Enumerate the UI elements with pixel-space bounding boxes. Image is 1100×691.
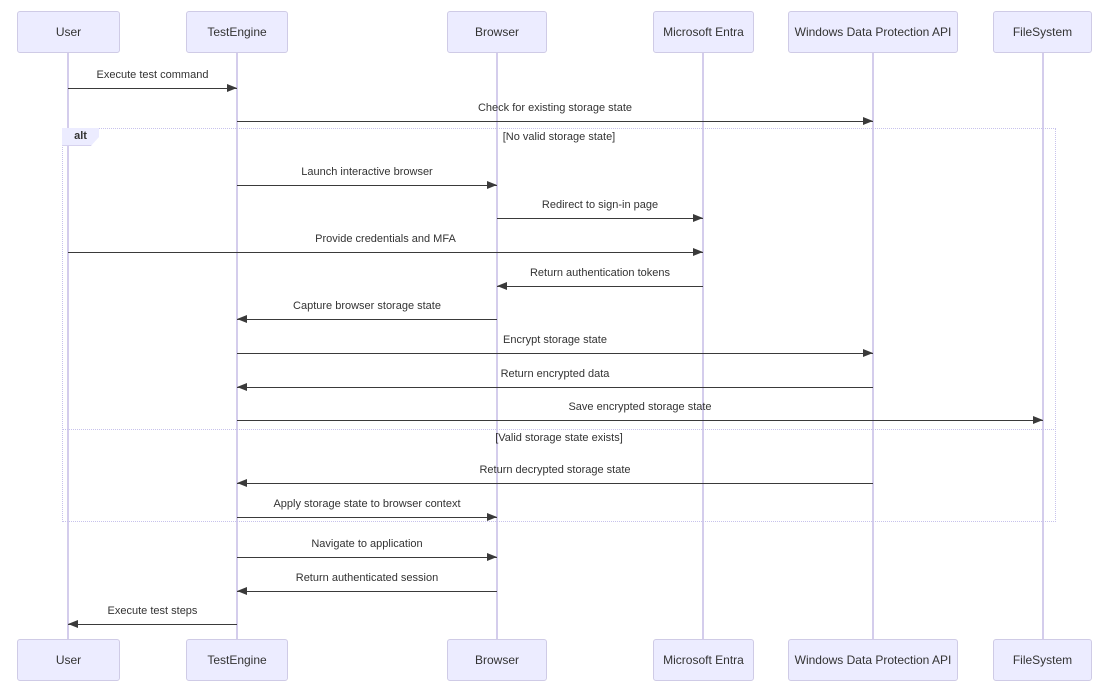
participant-bottom-windows-data-protection-api: Windows Data Protection API — [788, 639, 958, 681]
message-label-10: Save encrypted storage state — [568, 401, 712, 413]
message-label-5: Provide credentials and MFA — [315, 233, 456, 245]
message-label-6: Return authentication tokens — [529, 267, 671, 279]
lifeline-browser — [496, 53, 498, 640]
message-arrow-9 — [237, 382, 873, 391]
message-arrow-1 — [68, 83, 237, 92]
message-arrow-13 — [237, 552, 497, 561]
message-arrow-15 — [68, 619, 237, 628]
participant-top-filesystem: FileSystem — [993, 11, 1092, 53]
participant-bottom-testengine: TestEngine — [186, 639, 288, 681]
message-label-8: Encrypt storage state — [503, 334, 607, 346]
lifeline-testengine — [236, 53, 238, 640]
participant-bottom-microsoft-entra: Microsoft Entra — [653, 639, 754, 681]
lifeline-windows-data-protection-api — [872, 53, 874, 640]
lifeline-filesystem — [1042, 53, 1044, 640]
participant-bottom-user: User — [17, 639, 120, 681]
message-arrow-5 — [68, 247, 703, 256]
message-label-15: Execute test steps — [107, 605, 198, 617]
message-arrow-2 — [237, 116, 873, 125]
message-arrow-7 — [237, 314, 497, 323]
participant-top-browser: Browser — [447, 11, 547, 53]
message-arrow-4 — [497, 213, 703, 222]
alt-frame — [62, 128, 1056, 522]
message-arrow-8 — [237, 348, 873, 357]
lifeline-microsoft-entra — [702, 53, 704, 640]
message-label-13: Navigate to application — [311, 538, 423, 550]
alt-branch-condition-1: [No valid storage state] — [502, 131, 616, 143]
message-arrow-12 — [237, 512, 497, 521]
message-label-9: Return encrypted data — [500, 368, 610, 380]
lifeline-user — [67, 53, 69, 640]
participant-top-windows-data-protection-api: Windows Data Protection API — [788, 11, 958, 53]
alt-frame-label: alt — [62, 128, 99, 146]
alt-else-divider — [62, 429, 1056, 430]
message-arrow-6 — [497, 281, 703, 290]
message-label-7: Capture browser storage state — [293, 300, 441, 312]
message-label-12: Apply storage state to browser context — [273, 498, 461, 510]
message-arrow-14 — [237, 586, 497, 595]
message-label-1: Execute test command — [96, 69, 209, 81]
participant-bottom-filesystem: FileSystem — [993, 639, 1092, 681]
message-label-4: Redirect to sign-in page — [541, 199, 659, 211]
message-arrow-11 — [237, 478, 873, 487]
message-arrow-10 — [237, 415, 1043, 424]
participant-top-microsoft-entra: Microsoft Entra — [653, 11, 754, 53]
alt-branch-condition-2: [Valid storage state exists] — [495, 432, 623, 444]
participant-top-user: User — [17, 11, 120, 53]
message-label-14: Return authenticated session — [295, 572, 439, 584]
message-label-2: Check for existing storage state — [477, 102, 633, 114]
message-label-11: Return decrypted storage state — [479, 464, 631, 476]
participant-bottom-browser: Browser — [447, 639, 547, 681]
participant-top-testengine: TestEngine — [186, 11, 288, 53]
message-label-3: Launch interactive browser — [301, 166, 433, 178]
message-arrow-3 — [237, 180, 497, 189]
